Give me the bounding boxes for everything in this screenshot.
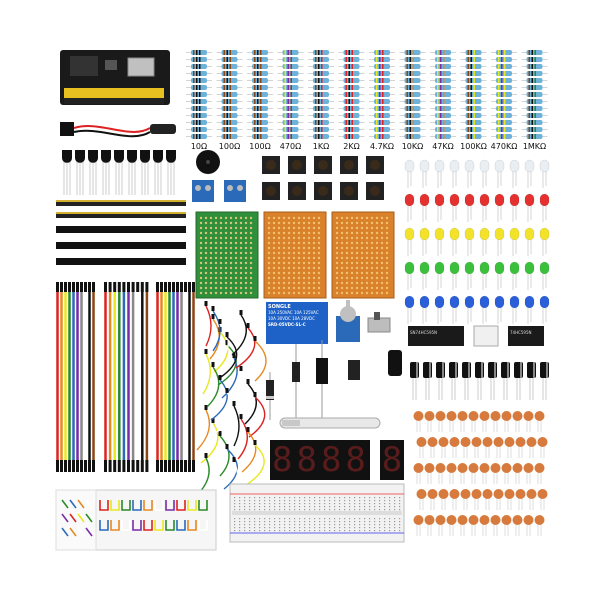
screw-terminals: [192, 180, 246, 202]
relay-model: SRD-05VDC-SL-C: [268, 322, 306, 327]
resistor-label: 470KΩ: [490, 142, 518, 151]
transistor-row: [62, 150, 176, 195]
relay-rating-ac: 10A 250VAC 10A 125VAC: [268, 310, 319, 315]
resistor-label: 4.7KΩ: [369, 142, 395, 151]
solder-tube: [279, 417, 381, 429]
breadboard: [229, 483, 405, 543]
resistor-label: 100Ω: [218, 142, 241, 151]
pcb-orange-board-1: [263, 211, 327, 299]
battery-clip-cable: [60, 122, 176, 138]
electrolytic-capacitors: [410, 362, 549, 400]
pin-headers: [56, 200, 186, 265]
resistor-label: 1MKΩ: [522, 142, 547, 151]
pcb-orange-board-2: [331, 211, 395, 299]
resistor-label: 1KΩ: [312, 142, 330, 151]
seven-segment-1digit: [380, 440, 404, 480]
mini-jumper-wires: [193, 301, 267, 503]
tactile-buttons: [262, 156, 384, 200]
relay: [266, 302, 328, 344]
small-sensors: [348, 350, 402, 380]
diodes: [266, 340, 328, 420]
ic-chips: [408, 325, 544, 347]
potentiometer: [336, 300, 360, 342]
ic-label-shift-register: SN74HC595N: [410, 330, 438, 335]
resistor-grid: [186, 50, 548, 139]
relay-brand: SONGLE: [268, 304, 291, 310]
ic-label-chip: 74HC595N: [510, 330, 532, 335]
relay-rating-dc: 10A 30VDC 10A 28VDC: [268, 316, 315, 321]
resistor-label: 10KΩ: [401, 142, 424, 151]
ceramic-capacitors: [413, 411, 548, 536]
seven-segment-4digit: [270, 440, 370, 480]
resistor-label: 470Ω: [279, 142, 302, 151]
resistor-label: 2KΩ: [343, 142, 360, 151]
jumper-wire-box: [55, 489, 217, 551]
resistor-label: 100KΩ: [460, 142, 487, 151]
pcb-green-board: [195, 211, 259, 299]
relay-label: SONGLE 10A 250VAC 10A 125VAC 10A 30VDC 1…: [268, 304, 328, 328]
led-assortment: [404, 159, 550, 324]
power-supply-module: [60, 50, 170, 105]
dupont-jumper-wires: [56, 282, 195, 472]
resistor-label: 47KΩ: [432, 142, 454, 151]
slide-switch: [367, 312, 391, 333]
buzzer: [196, 150, 220, 174]
resistor-label: 10Ω: [190, 142, 208, 151]
seven-segment-1digit-glyph: 8: [381, 440, 403, 480]
resistor-label: 100Ω: [249, 142, 271, 151]
seven-segment-4digit-glyphs: 8888: [272, 440, 370, 480]
